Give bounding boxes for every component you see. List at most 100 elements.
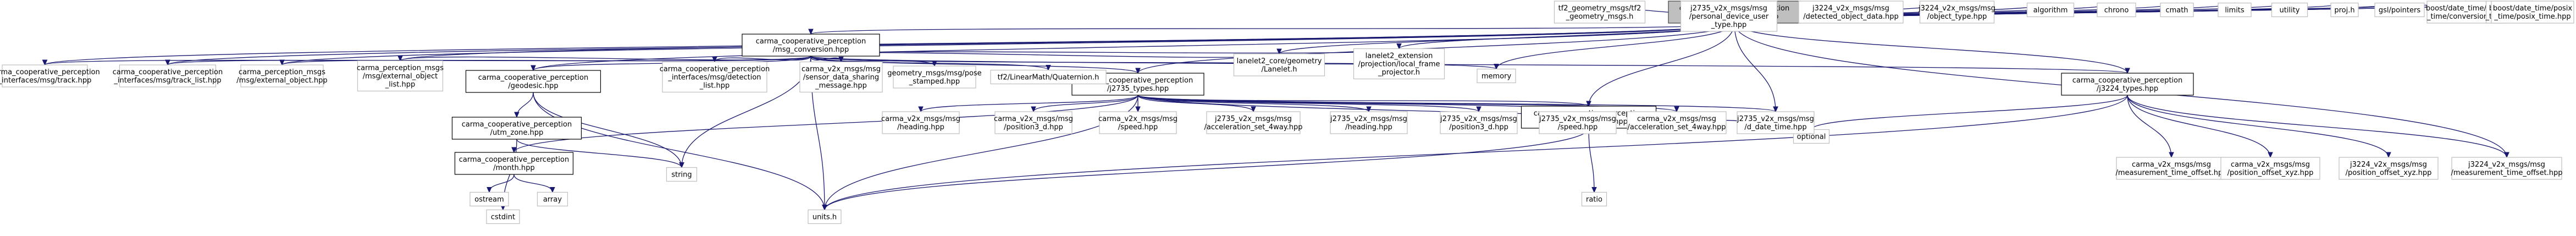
node-label-array-line-0: array — [543, 196, 562, 204]
node-utm_zone[interactable]: carma_cooperative_perception/utm_zone.hp… — [451, 117, 582, 140]
node-pose_stamped: geometry_msgs/msg/pose_stamped.hpp — [887, 65, 982, 89]
node-box-j_heading — [1330, 111, 1408, 134]
node-label-ratio-line-0: ratio — [1586, 196, 1602, 204]
node-box-lanelet_proj — [1353, 48, 1445, 80]
node-label-j_pos3d-line-1: /position3_d.hpp — [1449, 123, 1508, 131]
node-label-gsl-line-0: gsl/pointers — [2379, 7, 2421, 15]
arrowhead-j3224-to-j3_mto — [2504, 152, 2509, 158]
node-mc_hpp[interactable]: carma_cooperative_perception/msg_convers… — [742, 34, 880, 57]
arrowhead-mc_hpp-to-detection_list — [712, 57, 717, 63]
node-posix_time: boost/date_time/posix_time/posix_time.hp… — [2491, 1, 2574, 24]
node-label-c_speed-line-0: carma_v2x_msgs/msg — [1098, 115, 1178, 123]
node-label-ostream-line-0: ostream — [474, 196, 504, 204]
node-label-month-line-1: /month.hpp — [493, 164, 534, 172]
edge-j2735-to-j_pos3d — [1137, 95, 1479, 112]
node-label-j3224-line-1: /j3224_types.hpp — [2097, 85, 2158, 93]
node-box-posix_time — [2491, 1, 2574, 24]
node-label-lanelet_proj-line-1: /projection/local_frame — [1358, 61, 1440, 69]
node-box-c_pxy — [2220, 157, 2320, 180]
node-detection_list: carma_cooperative_perception_interfaces/… — [660, 61, 770, 93]
node-box-memory — [1477, 68, 1516, 84]
node-j_ddt: j2735_v2x_msgs/msg/d_date_time.hpp — [1737, 111, 1815, 134]
node-box-track — [2, 64, 88, 87]
node-box-obj_type — [1919, 1, 1995, 24]
node-box-array — [537, 191, 568, 207]
node-box-proj — [2330, 2, 2359, 18]
arrowhead-mc_hpp-to-j3224 — [2125, 68, 2130, 74]
node-box-c_mto — [2116, 157, 2227, 180]
arrowhead-root-to-lanelet_geom — [1276, 48, 1282, 55]
node-box-ext_obj — [240, 64, 324, 87]
node-label-j_pos3d-line-0: j2735_v2x_msgs/msg — [1440, 115, 1517, 123]
node-label-utm_zone-line-0: carma_cooperative_perception — [462, 120, 572, 129]
arrowhead-mc_hpp-to-track_list — [165, 59, 170, 66]
node-memory: memory — [1477, 68, 1516, 84]
node-gsl: gsl/pointers — [2374, 2, 2425, 18]
edge-mc_hpp-to-lanelet_geom — [810, 52, 1280, 58]
node-label-posix_conv-line-1: _time/conversion.hpp — [2426, 13, 2504, 21]
node-box-dod — [1798, 1, 1904, 24]
node-box-sdsm — [799, 61, 883, 93]
node-label-track-line-1: _interfaces/msg/track.hpp — [0, 76, 91, 85]
node-label-memory-line-0: memory — [1482, 73, 1512, 81]
node-j_speed: j2735_v2x_msgs/msg/speed.hpp — [1539, 111, 1617, 134]
node-box-j3_mto — [2451, 157, 2562, 180]
node-box-month — [454, 152, 574, 175]
node-c_speed: carma_v2x_msgs/msg/speed.hpp — [1098, 111, 1178, 134]
node-label-tf2_geom-line-0: tf2_geometry_msgs/tf2 — [1558, 4, 1641, 13]
arrowhead-mc_hpp-to-ext_obj_list — [397, 56, 403, 62]
node-label-quaternion-line-0: tf2/LinearMath/Quaternion.h — [998, 74, 1099, 82]
node-label-pdut-line-0: j2735_v2x_msgs/msg — [1690, 4, 1767, 13]
arrowhead-j2735-to-c_heading — [918, 106, 924, 113]
node-box-track_list — [119, 64, 217, 87]
node-label-j3224-line-0: carma_cooperative_perception — [2072, 76, 2182, 85]
arrowhead-j2735-to-month — [511, 147, 517, 153]
node-box-c_heading — [882, 111, 960, 134]
node-label-j_accel-line-0: j2735_v2x_msgs/msg — [1214, 115, 1292, 123]
edge-root-to-track — [44, 23, 1735, 65]
node-label-sdsm-line-1: /sensor_data_sharing — [803, 74, 879, 82]
edge-root-to-mc_hpp — [810, 23, 1735, 35]
node-geodesic[interactable]: carma_cooperative_perception/geodesic.hp… — [465, 70, 601, 93]
node-box-j3_pxy — [2339, 157, 2439, 180]
node-c_mto: carma_v2x_msgs/msg/measurement_time_offs… — [2115, 157, 2227, 180]
node-label-mc_hpp-line-1: /msg_conversion.hpp — [773, 46, 849, 54]
node-box-utm_zone — [451, 117, 582, 140]
node-tf2_geom: tf2_geometry_msgs/tf2_geometry_msgs.h — [1554, 1, 1646, 24]
arrowhead-j2735-to-c_pos3d — [1031, 106, 1036, 113]
node-month[interactable]: carma_cooperative_perception/month.hpp — [454, 152, 574, 175]
node-label-cmath-line-0: cmath — [2165, 7, 2188, 15]
node-track_list: carma_cooperative_perception_interfaces/… — [113, 64, 223, 87]
node-label-j3_mto-line-1: /measurement_time_offset.hpp — [2451, 169, 2562, 177]
node-box-j_pos3d — [1440, 111, 1518, 134]
node-box-tf2_geom — [1554, 1, 1646, 24]
node-label-dod-line-0: j3224_v2x_msgs/msg — [1812, 4, 1889, 13]
node-label-posix_time-line-0: boost/date_time/posix — [2493, 4, 2573, 13]
node-label-posix_time-line-1: _time/posix_time.hpp — [2494, 13, 2571, 21]
node-j3_mto: j3224_v2x_msgs/msg/measurement_time_offs… — [2451, 157, 2563, 180]
arrowhead-mc_hpp-to-j2735 — [1135, 68, 1141, 74]
node-array: array — [537, 191, 568, 207]
node-label-j_accel-line-1: /acceleration_set_4way.hpp — [1204, 123, 1303, 131]
edge-root-to-ext_obj — [281, 23, 1735, 65]
node-j3224[interactable]: carma_cooperative_perception/j3224_types… — [2061, 73, 2194, 96]
edge-month-to-array — [513, 174, 553, 193]
node-c_pos3d: carma_v2x_msgs/msg/position3_d.hpp — [994, 111, 1073, 134]
node-label-c_pos3d-line-0: carma_v2x_msgs/msg — [994, 115, 1073, 123]
node-label-sdsm-line-0: carma_v2x_msgs/msg — [801, 65, 881, 74]
arrowhead-root-to-lanelet_proj — [1396, 43, 1402, 50]
arrowhead-month-to-array — [550, 187, 555, 193]
node-label-detection_list-line-1: _interfaces/msg/detection — [667, 74, 761, 82]
node-ext_obj_list: carma_perception_msgs/msg/external_objec… — [357, 60, 444, 92]
node-obj_type: j3224_v2x_msgs/msg/object_type.hpp — [1918, 1, 1995, 24]
arrowhead-mc_hpp-to-geodesic — [530, 65, 536, 72]
node-box-c_accel — [1627, 111, 1727, 134]
node-units: units.h — [808, 209, 842, 224]
node-lanelet_proj: lanelet2_extension/projection/local_fram… — [1353, 48, 1445, 80]
node-label-algorithm-line-0: algorithm — [2033, 7, 2068, 15]
node-dod: j3224_v2x_msgs/msg/detected_object_data.… — [1798, 1, 1904, 24]
node-label-track-line-0: carma_cooperative_perception — [0, 68, 100, 76]
node-box-c_pos3d — [994, 111, 1073, 134]
node-c_heading: carma_v2x_msgs/msg/heading.hpp — [881, 111, 960, 134]
node-label-lanelet_proj-line-0: lanelet2_extension — [1366, 52, 1433, 61]
